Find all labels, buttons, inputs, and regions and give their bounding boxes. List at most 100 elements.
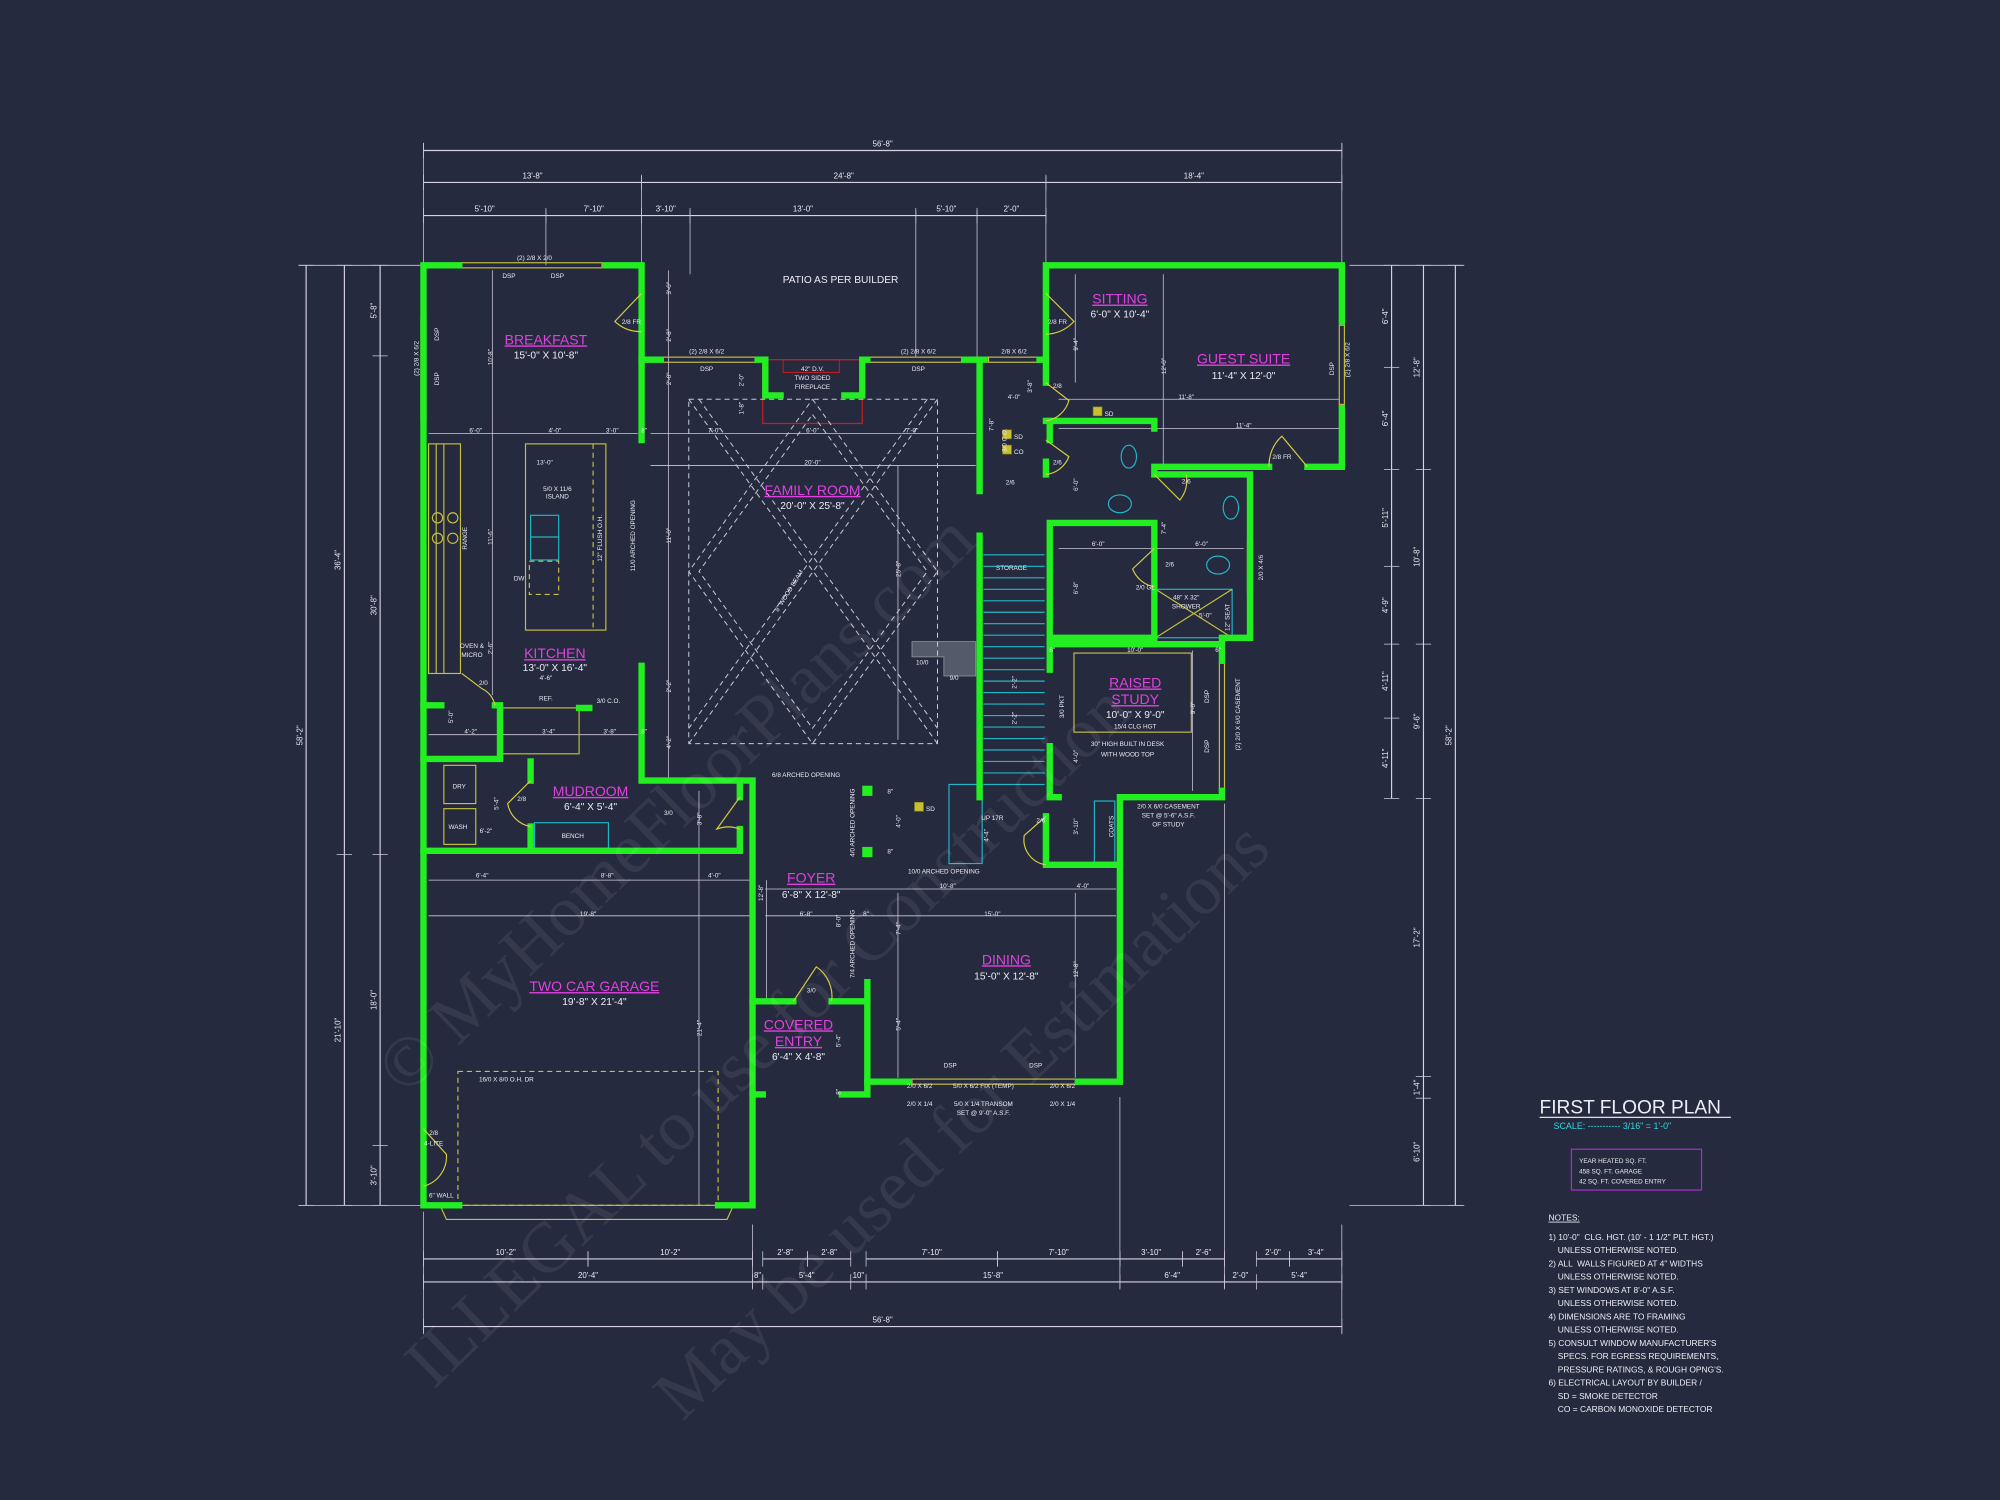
annotation-label: DSP bbox=[700, 366, 713, 373]
burner-icon bbox=[431, 512, 444, 524]
annotation-label: 4/0 ARCHED OPENING bbox=[850, 789, 857, 857]
annotation-label: 2'-6" bbox=[487, 642, 494, 655]
right-dimension-label: 10'-8" bbox=[1413, 547, 1422, 567]
annotation-label: 4'-0" bbox=[1077, 883, 1090, 890]
exterior-wall bbox=[1304, 404, 1346, 471]
annotation-label: 3'-8" bbox=[603, 728, 616, 735]
door-swing bbox=[461, 673, 496, 706]
annotation-label: 3'-10" bbox=[1073, 818, 1080, 834]
annotation-label: DSP bbox=[434, 372, 441, 385]
bottom-detail-dimension-label: 10'-2" bbox=[660, 1248, 680, 1257]
annotation-label: 2'-2" bbox=[1012, 676, 1019, 689]
annotation-label: 12'-0" bbox=[1161, 358, 1168, 374]
annotation-label: 4'-0" bbox=[549, 427, 562, 434]
annotation-label: 2/6 bbox=[1006, 480, 1015, 487]
area-box bbox=[1570, 1148, 1703, 1191]
right-dimension-label: 12'-8" bbox=[1413, 357, 1422, 377]
annotation-label: 1'-8" bbox=[739, 402, 746, 415]
annotation-label: 3'-8" bbox=[1027, 380, 1034, 393]
door-swing bbox=[1023, 815, 1047, 866]
window bbox=[1338, 324, 1345, 405]
right-detail-dimension-label: 4'-9" bbox=[1381, 597, 1390, 613]
note-line: CO = CARBON MONOXIDE DETECTOR bbox=[1548, 1404, 1712, 1414]
annotation-label: 12'-8" bbox=[1073, 961, 1080, 977]
right-detail-dimension-label: 4'-11" bbox=[1381, 748, 1390, 768]
left-detail-dimension-label: 5'-8" bbox=[369, 303, 378, 319]
note-line: UNLESS OTHERWISE NOTED. bbox=[1548, 1325, 1678, 1335]
annotation-label: (2) 2/8 X 6/2 bbox=[413, 340, 420, 375]
bottom-detail-dimension-label: 10'-2" bbox=[496, 1248, 516, 1257]
right-dimension-label: 17'-2" bbox=[1413, 927, 1422, 947]
annotation-label: 2/0 X 4/6 bbox=[1258, 554, 1265, 580]
annotation-label: 6'-4" bbox=[476, 873, 489, 880]
annotation-label: 2'-2" bbox=[666, 680, 673, 693]
annotation-label: DSP bbox=[1029, 1063, 1042, 1070]
annotation-label: 2/6 bbox=[1036, 818, 1045, 825]
annotation-label: 7'-4" bbox=[1161, 522, 1168, 535]
bottom-overall-dimension-label: 56'-8" bbox=[873, 1316, 893, 1325]
annotation-label: 9'-0" bbox=[1190, 702, 1197, 715]
top-dimension-label: 13'-8" bbox=[522, 172, 542, 181]
annotation-label: 2'-0" bbox=[739, 374, 746, 387]
room-name-family-room: FAMILY ROOM bbox=[764, 482, 860, 498]
annotation-label: 8" bbox=[863, 911, 869, 918]
annotation-label: 8" bbox=[836, 1089, 843, 1095]
kitchen-island bbox=[524, 443, 607, 631]
annotation-label: 6'-2" bbox=[480, 828, 493, 835]
bottom-dimension-label: 6'-4" bbox=[1164, 1271, 1180, 1280]
annotation-label: 3/0 C.O. bbox=[597, 698, 621, 705]
notes-heading: NOTES: bbox=[1548, 1213, 1579, 1223]
wood-beams bbox=[688, 398, 939, 745]
beam-diamond bbox=[688, 398, 939, 745]
note-line: SPECS. FOR EGRESS REQUIREMENTS, bbox=[1548, 1351, 1718, 1361]
annotation-label: 2'-0" bbox=[666, 372, 673, 385]
annotation-label: 4'-0" bbox=[1008, 394, 1021, 401]
annotation-label: 12'-8" bbox=[758, 885, 765, 901]
room-name-sitting: SITTING bbox=[1092, 291, 1147, 307]
lavatory-icon bbox=[1120, 444, 1138, 469]
room-size-sitting: 6'-0" X 10'-4" bbox=[1091, 310, 1150, 321]
area-line: YEAR HEATED SQ. FT. bbox=[1579, 1158, 1647, 1165]
bottom-dimension-label: 10" bbox=[853, 1271, 865, 1280]
island-label: ISLAND bbox=[546, 494, 569, 501]
annotation-label: 4-LITE bbox=[424, 1140, 443, 1147]
sd-label: SD bbox=[1014, 434, 1023, 441]
burner-icon bbox=[447, 532, 459, 544]
dimension-lines: 56'-8"13'-8"24'-8"18'-4"5'-10"7'-10"3'-1… bbox=[295, 140, 1465, 1335]
room-name-covered-entry: COVERED bbox=[764, 1016, 833, 1032]
annotation-label: 7/4 ARCHED OPENING bbox=[850, 910, 857, 978]
room-size-guest-suite: 11'-4" X 12'-0" bbox=[1212, 371, 1276, 382]
annotation-label: 11'-8" bbox=[1178, 394, 1194, 401]
covered-entry-wall bbox=[838, 1078, 871, 1098]
top-detail-dimension-label: 2'-0" bbox=[1004, 205, 1020, 214]
annotation-label: 10/0 bbox=[916, 660, 929, 667]
island-label: 5/0 X 11/6 bbox=[543, 486, 572, 493]
annotation-label: 4'-6" bbox=[540, 675, 553, 682]
shower-label: SHOWER bbox=[1172, 603, 1201, 610]
bottom-detail-dimension-label: 3'-4" bbox=[1308, 1248, 1324, 1257]
left-detail-dimension-label: 3'-10" bbox=[369, 1165, 378, 1185]
right-dimension-label: 9'-6" bbox=[1413, 713, 1422, 729]
annotation-label: 7'-0" bbox=[906, 427, 919, 434]
annotation-label: 16/0 X 8/0 O.H. DR bbox=[479, 1077, 534, 1084]
annotation-label: 21'-4" bbox=[697, 1020, 704, 1036]
annotation-label: 2/0 X 6/2 bbox=[907, 1083, 933, 1090]
plan-title: FIRST FLOOR PLAN bbox=[1540, 1098, 1721, 1119]
right-detail-dimension-label: 5'-11" bbox=[1381, 508, 1390, 528]
washer bbox=[443, 808, 477, 845]
annotation-label: 4'-0" bbox=[1073, 750, 1080, 763]
annotation-label: 3'-0" bbox=[606, 427, 619, 434]
entry-stair-landing bbox=[948, 783, 983, 865]
room-name-garage: TWO CAR GARAGE bbox=[529, 978, 659, 994]
patio-label: PATIO AS PER BUILDER bbox=[783, 275, 899, 286]
exterior-wall bbox=[841, 356, 871, 399]
room-name-guest-suite: GUEST SUITE bbox=[1197, 351, 1290, 367]
annotation-label: DW bbox=[514, 575, 525, 582]
annotation-label: 3/0 bbox=[807, 987, 816, 994]
room-size-raised-study: 10'-0" X 9'-0" bbox=[1106, 710, 1165, 721]
bottom-dimension-label: 8" bbox=[754, 1271, 761, 1280]
bottom-detail-dimension-label: 7'-10" bbox=[1049, 1248, 1069, 1257]
annotation-label: DSP bbox=[912, 366, 925, 373]
co-detector-icon bbox=[1002, 444, 1012, 455]
smoke-detector-icon bbox=[1092, 406, 1103, 417]
